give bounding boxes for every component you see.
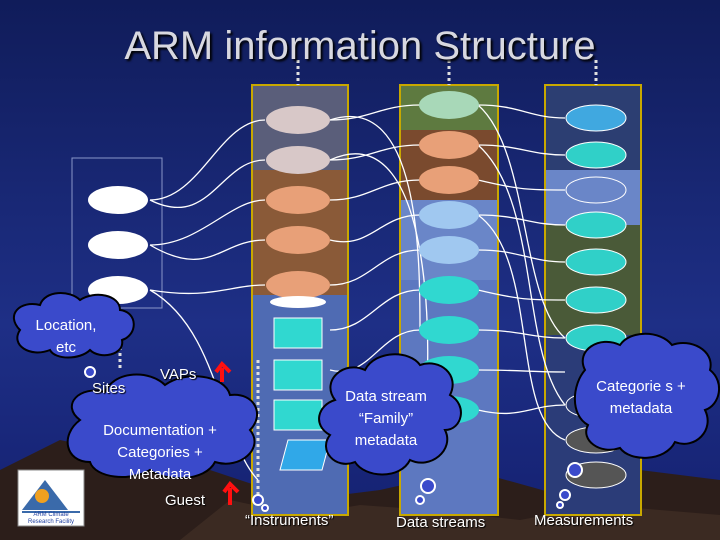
label-datastreams: Data streams xyxy=(396,514,486,531)
cloud-categories-text: Categorie s + metadata xyxy=(596,378,686,417)
cloud-datastream-family-text: Data stream “Family” metadata xyxy=(345,388,427,449)
arm-logo xyxy=(17,469,85,527)
label-measurements: Measurements xyxy=(534,512,634,529)
dotted-connectors xyxy=(118,60,598,500)
label-vaps: VAPs xyxy=(160,366,197,383)
arm-logo-text: ARM Climate Research Facility xyxy=(27,512,74,525)
cloud-documentation-text: Documentation + Categories + Metadata xyxy=(103,422,217,483)
instrument-nodes xyxy=(266,106,331,471)
label-sites: Sites xyxy=(92,380,126,397)
bubble-connectors xyxy=(84,366,583,512)
page-title: ARM information Structure xyxy=(124,24,596,68)
site-node xyxy=(88,231,148,259)
red-arrows xyxy=(214,360,240,505)
cloud-categories xyxy=(573,332,720,459)
site-node xyxy=(88,186,148,214)
cloud-location xyxy=(12,292,135,359)
cloud-datastream-family xyxy=(318,353,462,476)
cloud-location-text: Location, etc xyxy=(35,317,97,356)
cloud-documentation xyxy=(66,373,259,480)
label-instruments: “Instruments” xyxy=(245,512,334,529)
label-guest: Guest xyxy=(165,492,206,509)
site-nodes xyxy=(88,186,148,304)
